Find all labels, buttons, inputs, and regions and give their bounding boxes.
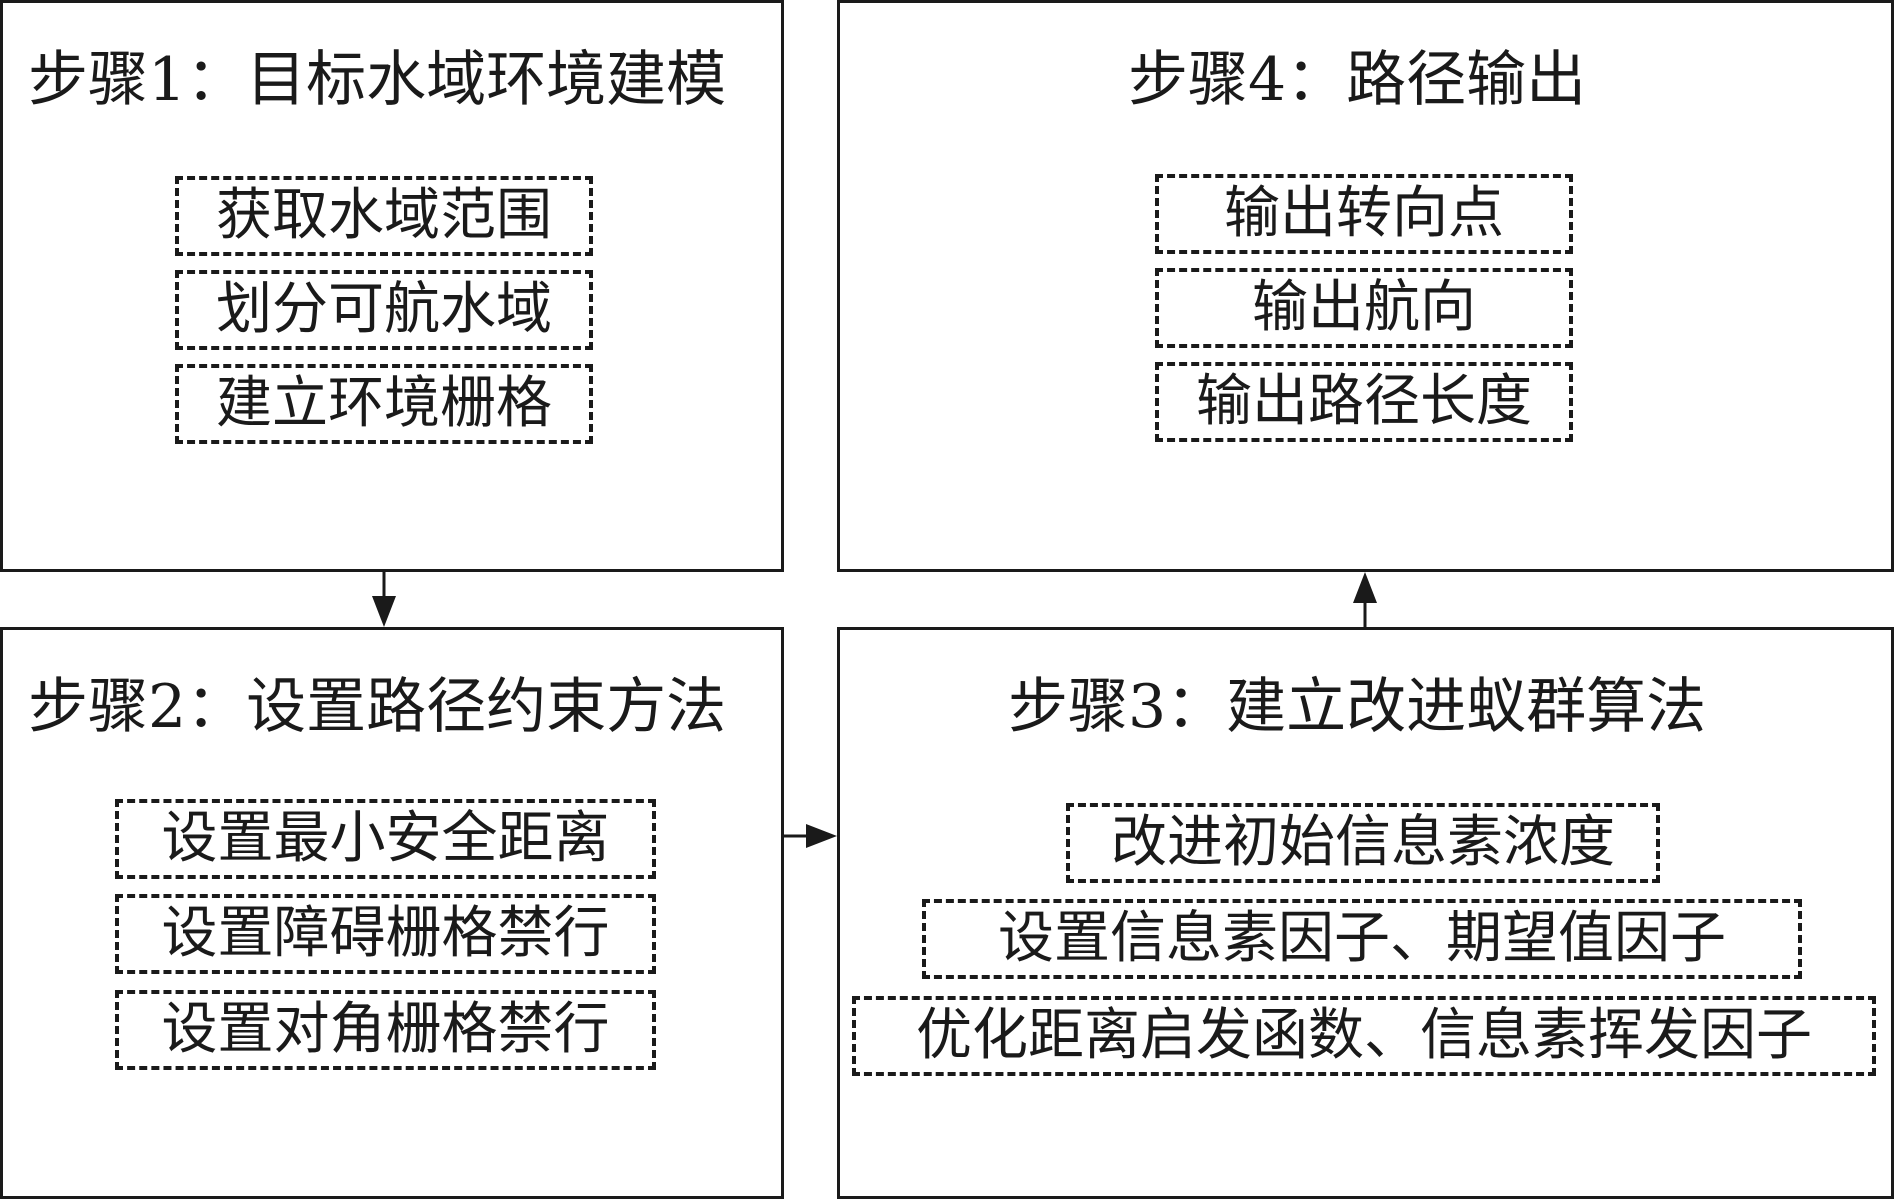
step3-item-2: 设置信息素因子、期望值因子 bbox=[922, 899, 1802, 979]
step4-item-1: 输出转向点 bbox=[1155, 174, 1573, 254]
step1-item-3: 建立环境栅格 bbox=[175, 364, 593, 444]
step4-item-3: 输出路径长度 bbox=[1155, 362, 1573, 442]
step2-item-3: 设置对角栅格禁行 bbox=[115, 990, 656, 1070]
arrowhead-step2-to-step3 bbox=[806, 824, 837, 848]
step2-item-2: 设置障碍栅格禁行 bbox=[115, 894, 656, 974]
step3-box bbox=[837, 627, 1894, 1199]
step3-title: 步骤3：建立改进蚁群算法 bbox=[1008, 672, 1707, 742]
step3-item-3: 优化距离启发函数、信息素挥发因子 bbox=[852, 996, 1876, 1076]
step1-item-2: 划分可航水域 bbox=[175, 270, 593, 350]
step1-box bbox=[0, 0, 784, 572]
step4-title: 步骤4：路径输出 bbox=[1128, 45, 1587, 115]
step1-item-1: 获取水域范围 bbox=[175, 176, 593, 256]
step1-title: 步骤1：目标水域环境建模 bbox=[28, 45, 727, 115]
arrowhead-step3-to-step4 bbox=[1353, 572, 1377, 603]
step4-box bbox=[837, 0, 1894, 572]
arrowhead-step1-to-step2 bbox=[372, 596, 396, 627]
step3-item-1: 改进初始信息素浓度 bbox=[1066, 803, 1660, 883]
step4-item-2: 输出航向 bbox=[1155, 268, 1573, 348]
step2-item-1: 设置最小安全距离 bbox=[115, 799, 656, 879]
step2-title: 步骤2：设置路径约束方法 bbox=[28, 672, 727, 742]
